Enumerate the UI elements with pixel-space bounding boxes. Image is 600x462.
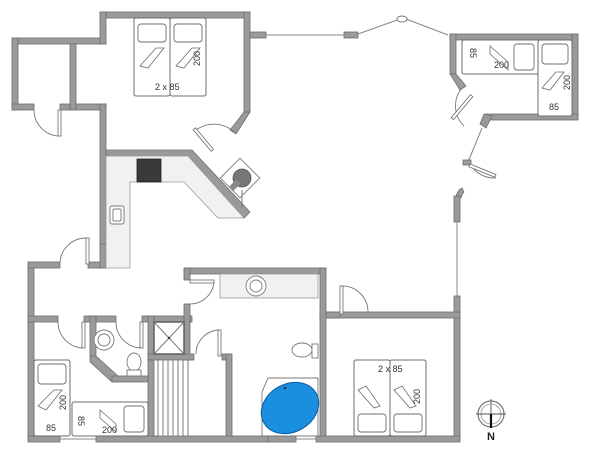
bed-size-width: 2 x 85 — [378, 364, 403, 374]
bed-length-label: 200 — [58, 395, 68, 410]
shower — [153, 321, 185, 355]
bedroom-northeast: 85 200 200 85 — [461, 39, 573, 117]
bed-length-label: 200 — [562, 75, 572, 90]
bathroom-counter — [219, 273, 319, 299]
bathtub-icon — [260, 381, 320, 435]
kitchen-counter — [105, 155, 245, 269]
toilet-icon — [126, 352, 142, 372]
bed-size-length: 200 — [192, 51, 202, 66]
stove-icon — [136, 158, 162, 183]
stairs — [157, 360, 189, 436]
bed-size-length: 200 — [412, 389, 422, 404]
door-north-bedroom[interactable] — [192, 127, 215, 152]
bed-size-width: 2 x 85 — [155, 82, 180, 92]
door-living[interactable] — [85, 237, 90, 265]
compass-north-label: N — [487, 431, 495, 443]
door-storage[interactable] — [57, 109, 62, 137]
bed-width-label: 85 — [468, 48, 478, 58]
bedroom-north: 2 x 85 200 — [133, 17, 207, 97]
bed-width-label: 85 — [46, 423, 56, 433]
doors — [33, 87, 497, 357]
kitchen — [105, 155, 261, 269]
door-se-bedroom[interactable] — [339, 285, 344, 315]
door-wc[interactable] — [139, 321, 144, 349]
wc — [93, 329, 142, 377]
door-east-entrance[interactable] — [468, 163, 497, 178]
bed-length-label: 200 — [494, 60, 509, 70]
walls — [11, 11, 579, 443]
door-bathroom[interactable] — [189, 279, 215, 284]
door-sw-bedroom[interactable] — [81, 321, 86, 349]
bedroom-southeast: 2 x 85 200 — [353, 359, 427, 437]
bathroom — [219, 273, 320, 437]
bed-width-label: 85 — [76, 416, 86, 426]
bed-width-label: 85 — [549, 102, 559, 112]
compass: N — [476, 399, 506, 443]
bedroom-southwest: 200 85 85 200 — [33, 359, 149, 437]
door-ne-bedroom[interactable] — [450, 94, 474, 121]
bed-length-label: 200 — [102, 425, 117, 435]
toilet-icon — [291, 342, 313, 358]
door-hall[interactable] — [217, 329, 222, 357]
